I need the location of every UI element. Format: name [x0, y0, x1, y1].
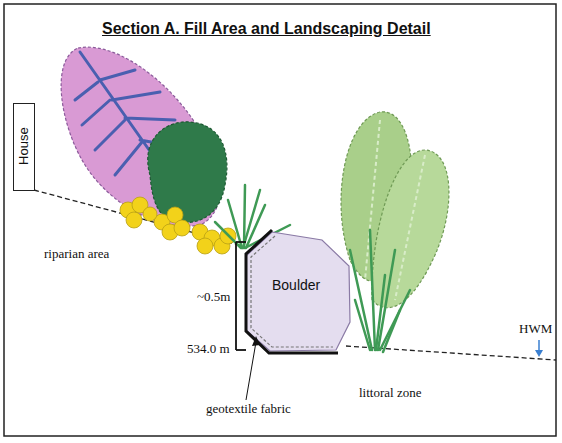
house-box: House [13, 103, 35, 191]
boulder-label: Boulder [272, 278, 320, 293]
elevation-label: 534.0 m [187, 342, 230, 356]
title: Section A. Fill Area and Landscaping Det… [102, 20, 431, 38]
hwm-label: HWM [519, 322, 552, 336]
frame [4, 4, 556, 436]
dimension-bracket [236, 242, 246, 350]
area-label: riparian area [44, 247, 109, 261]
boulder-shape [246, 232, 350, 351]
green-bush [148, 122, 227, 223]
leader-arrowhead [252, 336, 260, 346]
geotextile-dashed [251, 236, 333, 347]
material-label: geotextile fabric [204, 402, 293, 416]
geotextile-line [246, 230, 338, 353]
boulder-node: Boulder [246, 232, 350, 351]
hwm-arrowhead [535, 350, 543, 357]
zone-label: littoral zone [359, 386, 421, 400]
grass-tuft [350, 230, 410, 352]
house-label: House [17, 127, 31, 165]
leader-line [246, 342, 256, 400]
dimension-label: ~0.5m [197, 290, 230, 304]
